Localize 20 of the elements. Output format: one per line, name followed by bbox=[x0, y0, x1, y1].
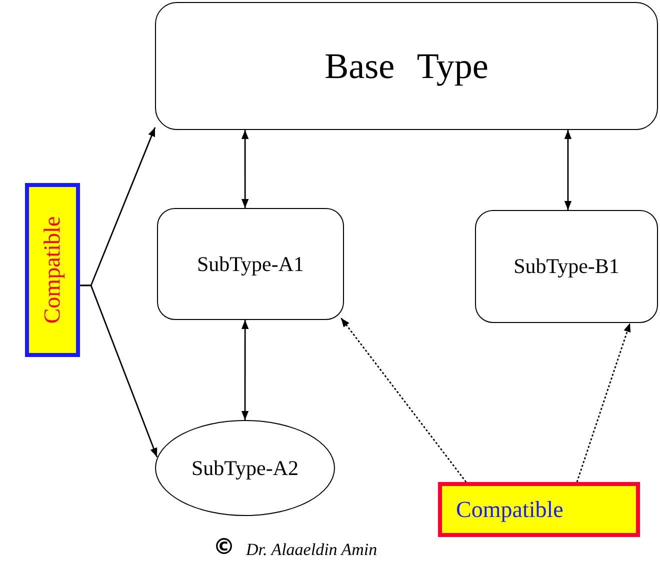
arrow bbox=[564, 130, 572, 210]
compatible-note bbox=[25, 183, 80, 357]
arrow bbox=[241, 320, 249, 420]
compatible-note bbox=[438, 482, 640, 537]
arrow bbox=[241, 130, 249, 208]
author-credit: Dr. Alaaeldin Amin bbox=[246, 541, 378, 558]
node-label: Base Type bbox=[324, 45, 488, 87]
dotted-arrow bbox=[576, 322, 631, 482]
subtype-ellipse bbox=[155, 420, 335, 516]
node-label: SubType-A1 bbox=[196, 252, 304, 276]
arrow bbox=[80, 284, 158, 458]
node-label: Compatible bbox=[40, 216, 66, 324]
node-label: Compatible bbox=[456, 496, 564, 522]
base-type-box bbox=[155, 2, 658, 130]
node-label: SubType-A2 bbox=[191, 456, 299, 480]
subtype-box bbox=[157, 208, 344, 320]
subtype-box bbox=[475, 210, 658, 323]
node-label: SubType-B1 bbox=[514, 254, 620, 279]
dotted-arrow bbox=[340, 318, 467, 482]
copyright-symbol: © bbox=[213, 537, 235, 559]
